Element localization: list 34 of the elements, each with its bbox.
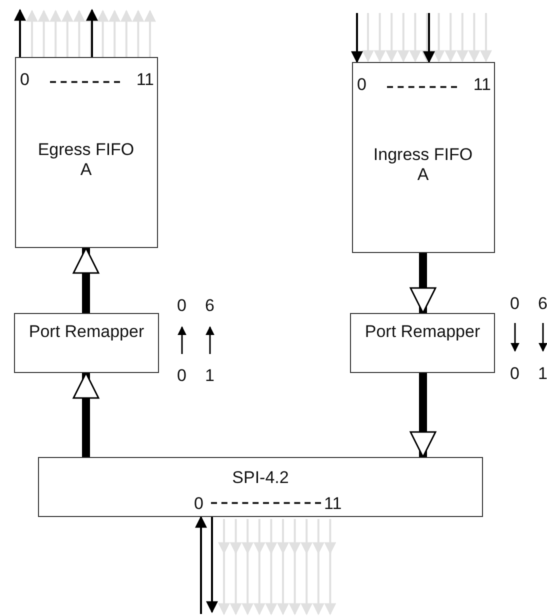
box-title: Ingress FIFO A bbox=[373, 145, 473, 185]
port-number: 6 bbox=[205, 296, 214, 316]
arrow bbox=[423, 13, 435, 64]
box-title: Port Remapper bbox=[364, 322, 482, 342]
port-number: 1 bbox=[538, 364, 547, 384]
bit-index: 0 bbox=[357, 75, 368, 95]
block-arrow bbox=[410, 373, 436, 458]
bit-index: 11 bbox=[324, 494, 343, 514]
arrow bbox=[86, 8, 98, 57]
fifo-box bbox=[352, 62, 495, 253]
box-title: SPI-4.2 bbox=[231, 468, 290, 488]
arrow bbox=[206, 517, 218, 614]
box-title: Egress FIFO A bbox=[36, 140, 136, 180]
port-number: 6 bbox=[538, 294, 547, 314]
arrow bbox=[195, 516, 207, 614]
bit-index: 0 bbox=[194, 494, 204, 514]
port-number: 0 bbox=[177, 296, 186, 316]
bit-index: 0 bbox=[20, 70, 30, 90]
arrow bbox=[14, 8, 26, 57]
bit-index: 11 bbox=[135, 70, 154, 90]
process-box bbox=[350, 313, 495, 373]
arrow bbox=[351, 13, 363, 64]
fifo-box bbox=[15, 57, 158, 248]
box-title: Port Remapper bbox=[28, 322, 146, 342]
port-number: 0 bbox=[177, 366, 186, 386]
port-number: 0 bbox=[510, 364, 520, 384]
port-number: 0 bbox=[510, 294, 520, 314]
block-arrow bbox=[72, 372, 100, 457]
port-number: 1 bbox=[205, 366, 214, 386]
block-arrow bbox=[410, 253, 436, 314]
bit-index: 11 bbox=[472, 75, 491, 95]
bus-box bbox=[38, 457, 483, 517]
block-arrow bbox=[72, 247, 100, 313]
process-box bbox=[14, 313, 159, 373]
